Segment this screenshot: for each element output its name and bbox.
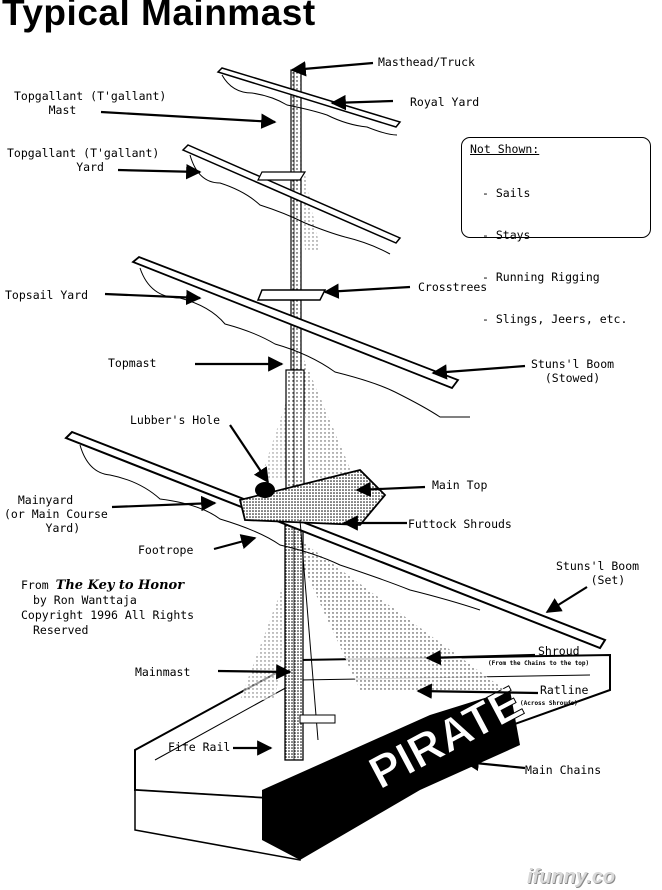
- label-royal-yard: Royal Yard: [410, 95, 480, 109]
- label-crosstrees: Crosstrees: [418, 280, 488, 294]
- credit-reserved: Reserved: [33, 623, 89, 637]
- credit-from: From: [21, 578, 49, 592]
- not-shown-item: - Slings, Jeers, etc.: [482, 312, 628, 326]
- label-shroud: Shroud: [538, 644, 580, 658]
- label-main-top: Main Top: [432, 478, 488, 492]
- not-shown-item: - Sails: [482, 186, 531, 200]
- not-shown-item: - Running Rigging: [482, 270, 600, 284]
- label-futtock-shrouds: Futtock Shrouds: [408, 517, 512, 531]
- yards: [64, 67, 607, 650]
- tops: [238, 171, 387, 741]
- not-shown-item: - Stays: [482, 228, 531, 242]
- label-topgallant-mast: Topgallant (T'gallant) Mast: [14, 89, 167, 117]
- label-topgallant-yard: Topgallant (T'gallant) Yard: [7, 146, 160, 174]
- label-lubbers-hole: Lubber's Hole: [130, 413, 221, 427]
- label-masthead: Masthead/Truck: [378, 55, 475, 69]
- label-mainmast: Mainmast: [135, 665, 191, 679]
- label-stunsl-boom-set: Stuns'l Boom (Set): [556, 559, 640, 587]
- label-fife-rail: Fife Rail: [168, 740, 231, 754]
- not-shown-heading: Not Shown:: [470, 142, 540, 156]
- label-topsail-yard: Topsail Yard: [5, 288, 89, 302]
- label-ratline-note: (Across Shrouds): [520, 700, 578, 707]
- label-mainyard: Mainyard (or Main Course Yard): [4, 493, 108, 535]
- label-shroud-note: (From the Chains to the top): [488, 660, 590, 667]
- label-stunsl-boom-stowed: Stuns'l Boom (Stowed): [531, 357, 615, 385]
- pointer-arrows: [100, 61, 588, 772]
- diagram-title: Typical Mainmast: [2, 0, 316, 33]
- watermark: ifunny.co: [527, 866, 616, 888]
- credit-copyright: Copyright 1996 All Rights: [21, 608, 195, 622]
- label-footrope: Footrope: [138, 543, 194, 557]
- label-main-chains: Main Chains: [525, 763, 602, 777]
- not-shown-box: Not Shown: - Sails - Stays - Running Rig…: [461, 137, 651, 326]
- credit-block: From The Key to Honor by Ron Wanttaja Co…: [21, 578, 194, 638]
- label-topmast: Topmast: [108, 356, 157, 370]
- credit-book-title: The Key to Honor: [55, 578, 185, 593]
- not-shown-list: - Sails - Stays - Running Rigging - Slin…: [482, 158, 627, 354]
- label-ratline: Ratline: [540, 683, 589, 697]
- credit-author: by Ron Wanttaja: [33, 593, 137, 607]
